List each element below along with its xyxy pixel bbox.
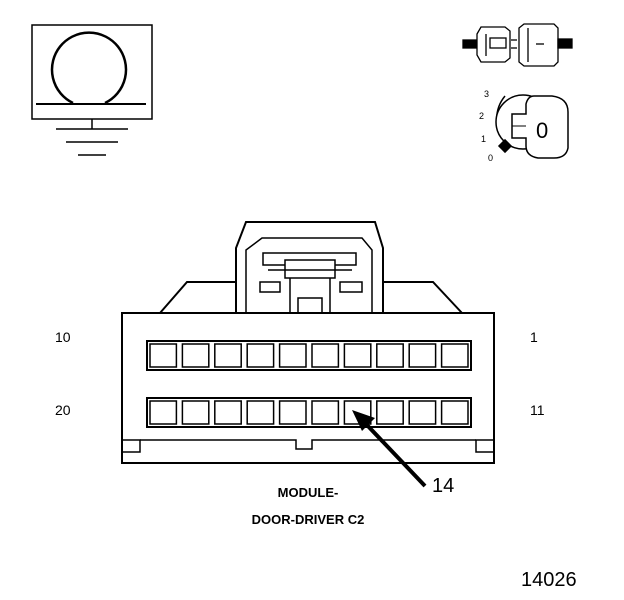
- connector-key-slot: [140, 439, 476, 450]
- connector-bottom-lip-right: [475, 439, 494, 453]
- callout-arrow: [352, 410, 427, 488]
- housing-shoulder-right: [379, 281, 463, 314]
- lock-latch-inner: [284, 259, 336, 279]
- ignition-switch-icon: 3 2 1 0 0: [479, 89, 569, 163]
- connector-housing: [121, 221, 495, 464]
- connector-terminal: [489, 37, 507, 49]
- cavity: [246, 400, 275, 425]
- cavity: [376, 343, 404, 368]
- pin-label-1: 1: [530, 329, 538, 345]
- ignition-pos-3: 3: [484, 89, 489, 99]
- cavity: [181, 343, 210, 368]
- cavity: [181, 400, 210, 425]
- connector-disconnected-icon: [462, 23, 573, 67]
- cavity: [214, 343, 242, 368]
- cavity: [149, 343, 178, 368]
- figure-number: 14026: [521, 569, 577, 591]
- ignition-pos-0: 0: [488, 153, 493, 163]
- cavity-row-top: [146, 340, 472, 371]
- lock-tower-inner: [245, 237, 373, 313]
- callout-arrowhead: [352, 410, 375, 431]
- cavity: [408, 343, 437, 368]
- pin-label-11: 11: [530, 402, 545, 418]
- omega-icon: [50, 31, 128, 105]
- connector-body: [121, 312, 495, 464]
- cavity: [440, 343, 469, 368]
- cavity: [376, 400, 404, 425]
- connector-half-right: [518, 23, 559, 67]
- ground-symbol: [31, 24, 153, 156]
- connector-name-line1: MODULE-: [278, 485, 339, 500]
- connector-bottom-lip: [122, 439, 141, 453]
- callout-arrow-shaft: [364, 422, 427, 488]
- latch-rib-cap: [297, 297, 323, 313]
- connector-name-line2: DOOR-DRIVER C2: [252, 512, 365, 527]
- cavity-row-bottom: [146, 397, 472, 428]
- cavity: [278, 343, 307, 368]
- key-icon: [511, 95, 569, 159]
- callout-label: 14: [432, 475, 454, 497]
- cavity: [278, 400, 307, 425]
- cavity: [408, 400, 437, 425]
- cavity: [214, 400, 242, 425]
- key-position-label: 0: [536, 118, 548, 143]
- housing-shoulder-left: [159, 281, 243, 314]
- cavity: [343, 343, 372, 368]
- cavity: [311, 343, 340, 368]
- latch-detail-right: [339, 281, 363, 293]
- pin-label-10: 10: [55, 329, 71, 345]
- ignition-pointer: [497, 138, 513, 154]
- wire-left: [462, 39, 478, 49]
- ignition-pos-2: 2: [479, 111, 484, 121]
- cavity: [149, 400, 178, 425]
- cavity: [440, 400, 469, 425]
- latch-detail-left: [259, 281, 281, 293]
- wire-right: [557, 38, 573, 49]
- pin-label-20: 20: [55, 402, 71, 418]
- ignition-pos-1: 1: [481, 134, 486, 144]
- cavity: [311, 400, 340, 425]
- cavity: [246, 343, 275, 368]
